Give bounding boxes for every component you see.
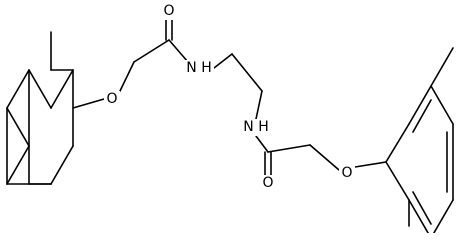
atom-nh-left: N H xyxy=(184,60,214,77)
atom-o-ether-right: O xyxy=(339,165,355,182)
carbonyl-left-n xyxy=(168,39,189,63)
ethylene-c-c xyxy=(231,53,263,92)
ring-left-bond-5 xyxy=(50,145,74,185)
ch2-right-ether xyxy=(309,144,340,171)
ch2-left-carbonyl xyxy=(133,39,170,63)
bond-group xyxy=(6,19,454,233)
atom-label-o-ether-right: O xyxy=(341,165,352,181)
ring-right-inner-3 xyxy=(412,191,432,225)
atom-o-ether-left: O xyxy=(104,91,120,108)
ring-left-bond-2 xyxy=(28,69,52,109)
ring-left-bond-1 xyxy=(6,69,30,109)
atom-label-group: O O N H N H O O xyxy=(104,3,355,192)
ether-left-aryl-o xyxy=(72,98,105,109)
atom-label-o-carbonyl-right: O xyxy=(262,175,273,191)
n-right-carbonyl xyxy=(255,135,269,153)
atom-nh-right: N H xyxy=(241,119,271,136)
n-left-ethylene xyxy=(213,53,233,69)
ring-right-bond-1 xyxy=(385,123,410,163)
atom-label-o-carbonyl-left: O xyxy=(163,3,174,19)
methyl-right-top xyxy=(430,47,454,87)
ring-right-bond-6 xyxy=(408,199,430,233)
ether-left-o-ch2 xyxy=(119,61,135,92)
carbonyl-right-ch2 xyxy=(267,144,311,153)
ethylene-n-right xyxy=(255,90,263,120)
ring-left-bond-8 xyxy=(6,107,30,147)
ring-right-bond-7 xyxy=(385,161,410,201)
molecule-diagram: O O N H N H O O xyxy=(6,3,454,233)
atom-o-carbonyl-right: O xyxy=(260,175,276,192)
ring-left-bond-3 xyxy=(50,69,74,109)
ring-left-bond-7 xyxy=(6,145,30,185)
ether-right-o-aryl xyxy=(354,161,387,168)
atom-label-nh-right: N H xyxy=(243,119,268,135)
atom-o-carbonyl-left: O xyxy=(161,3,177,20)
ring-right-bond-5 xyxy=(432,199,454,233)
ring-right-bond-2 xyxy=(408,85,432,125)
structure-canvas: O O N H N H O O xyxy=(6,3,454,233)
atom-label-o-ether-left: O xyxy=(106,91,117,107)
atom-label-nh-left: N H xyxy=(186,60,211,76)
ring-right-bond-3 xyxy=(430,85,454,125)
ring-right-inner-1 xyxy=(412,99,432,133)
